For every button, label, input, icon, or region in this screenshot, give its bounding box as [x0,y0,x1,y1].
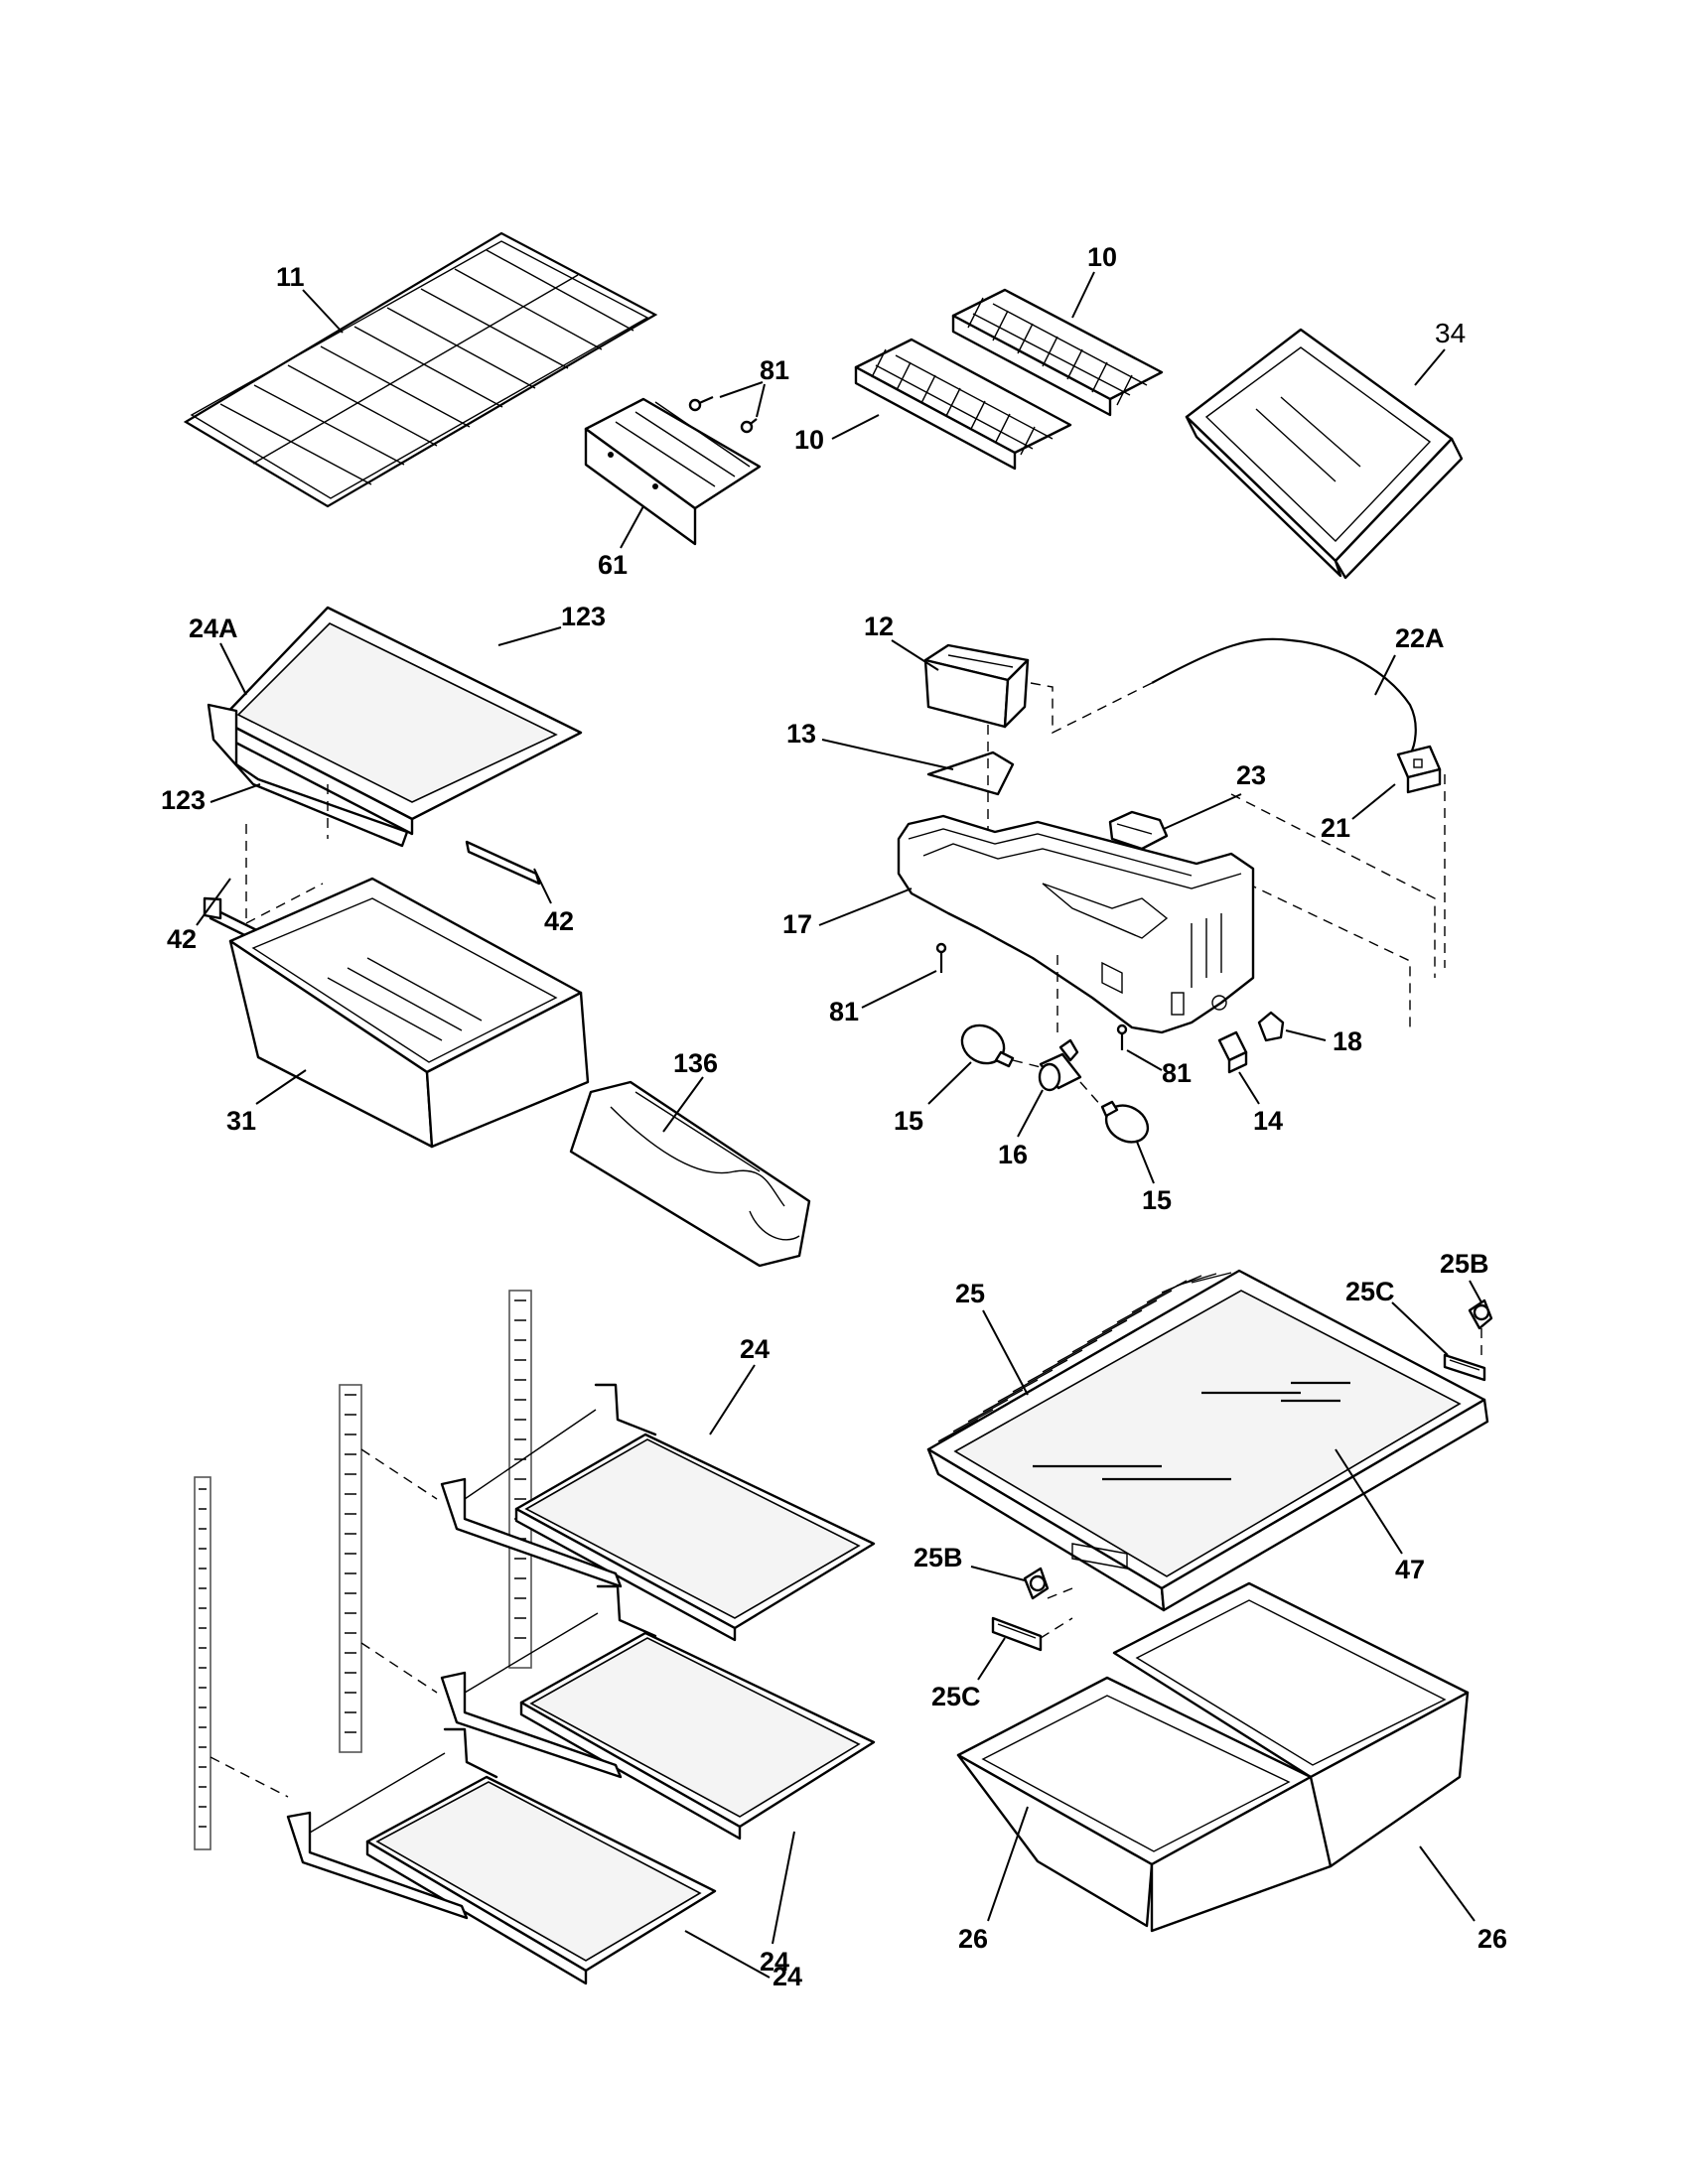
callout-26-left: 26 [958,1924,988,1954]
callout-47: 47 [1395,1555,1425,1584]
clip-part-25B-top [1468,1298,1493,1330]
callout-42-right: 42 [544,906,574,936]
flap-part-13 [926,751,1015,796]
callout-123-left: 123 [161,785,206,815]
switch-part-14 [1217,1030,1248,1074]
callout-16: 16 [998,1140,1028,1169]
callout-24A: 24A [189,614,238,643]
housing-part-17 [897,814,1255,1034]
glass-shelf-part-24-middle [440,1584,876,1841]
callout-12: 12 [864,612,894,641]
glass-shelf-part-24A [207,606,583,848]
callout-26-right: 26 [1477,1924,1507,1954]
callout-136: 136 [673,1048,718,1078]
callout-24-middle: 24 [760,1947,789,1977]
callout-61: 61 [598,550,628,580]
screw-part-81 [688,395,758,434]
crisper-pan-part-26-front [956,1676,1333,1933]
callout-10-left: 10 [794,425,824,455]
bracket-part-61 [584,397,762,546]
callout-23: 23 [1236,760,1266,790]
ice-chute-part-12 [923,643,1030,729]
timer-part-23 [1108,810,1169,851]
callout-25B-bottom: 25B [914,1543,963,1572]
bracket-part-25C-bottom [991,1616,1043,1652]
shelf-ladder-rail-front [194,1476,211,1850]
callout-25C-top: 25C [1345,1277,1395,1306]
glass-shelf-part-24-bottom [286,1727,717,1985]
ice-tray-part-10-front [854,338,1072,471]
callout-17: 17 [782,909,812,939]
callout-13: 13 [786,719,816,749]
crisper-cover-part-25 [926,1269,1489,1612]
bulb-part-15-left [960,1024,1015,1068]
ice-bin-part-34 [1185,328,1464,580]
wire-shelf-part-11 [183,231,658,508]
callout-81-top: 81 [760,355,789,385]
callout-15-right: 15 [1142,1185,1172,1215]
callout-21: 21 [1321,813,1350,843]
callout-123-top: 123 [561,602,606,631]
glass-shelf-part-24-top [440,1383,876,1642]
bottle-holder-part-136 [569,1080,811,1268]
callout-11: 11 [276,262,305,292]
callout-25: 25 [955,1279,985,1308]
socket-part-16 [1038,1038,1082,1092]
callout-24-top: 24 [740,1334,770,1364]
crisper-drawer-part-31 [228,877,590,1149]
callout-10-top: 10 [1087,242,1117,272]
callout-81-left: 81 [829,997,859,1026]
callout-34: 34 [1435,318,1466,348]
callout-15-left: 15 [894,1106,923,1136]
callout-31: 31 [226,1106,256,1136]
bracket-part-25C-top [1443,1353,1486,1382]
clip-part-25B-bottom [1023,1567,1050,1600]
callout-42-left: 42 [167,924,197,954]
plug-part-18 [1257,1011,1285,1042]
crisper-pan-part-26-rear [1112,1581,1470,1868]
callout-22A: 22A [1395,623,1445,653]
callout-81-right: 81 [1162,1058,1192,1088]
callout-14: 14 [1253,1106,1283,1136]
ice-tray-part-10-rear [951,288,1164,417]
connector-part-21 [1396,745,1442,794]
callout-24-bottom: 24 [773,1962,802,1991]
callout-18: 18 [1333,1026,1362,1056]
wire-harness-part-22A [1151,637,1417,755]
screw-part-81-housing [935,942,1128,1050]
callout-25B-top: 25B [1440,1249,1489,1279]
bulb-part-15-right [1100,1100,1150,1144]
shelf-ladder-rail-rear [508,1290,532,1669]
callout-25C-bottom: 25C [931,1682,981,1711]
shelf-ladder-rail-middle [339,1384,362,1753]
